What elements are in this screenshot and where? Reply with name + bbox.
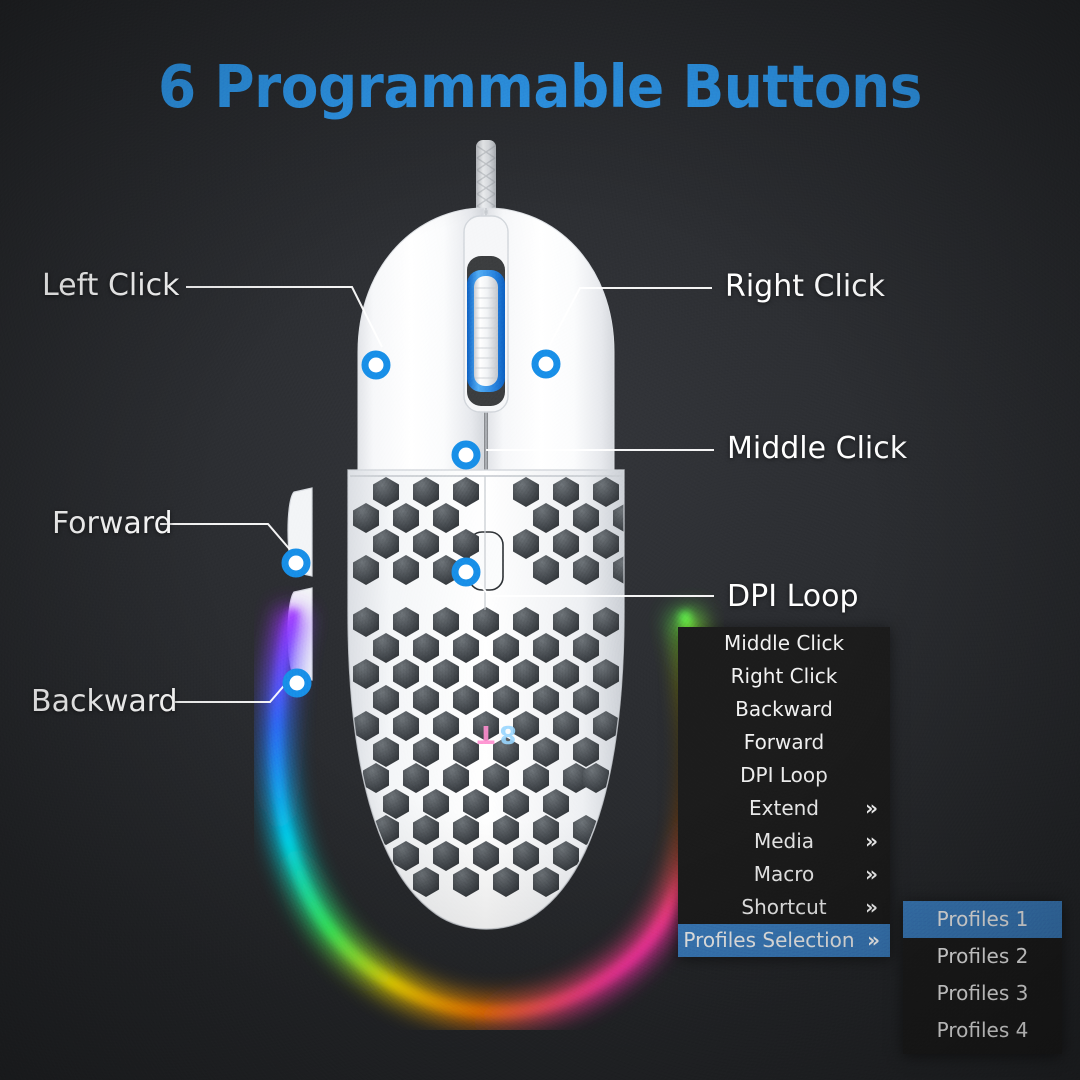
chevron-right-icon: » [865,862,878,886]
menu-item-label: Forward [743,730,825,754]
submenu-item-profiles-2[interactable]: Profiles 2 [936,944,1029,968]
forward-side-button [287,487,313,577]
submenu-item-profiles-3[interactable]: Profiles 3 [936,981,1029,1005]
callout-label-left-click: Left Click [42,268,180,303]
svg-text:8: 8 [499,720,516,749]
menu-item-label: Media [753,829,815,853]
menu-item-label: DPI Loop [740,763,828,787]
callout-label-right-click: Right Click [725,269,886,304]
callout-label-forward: Forward [52,506,173,541]
page-title: 6 Programmable Buttons [158,52,922,121]
rgb-underglow [261,606,718,1028]
mouse-illustration: T 8 [236,140,736,1040]
menu-item-dpi-loop[interactable]: DPI Loop [678,759,890,792]
menu-item-label: Middle Click [723,631,845,655]
menu-item-profiles-selection[interactable]: Profiles Selection » [678,924,890,957]
menu-item-right-click[interactable]: Right Click [678,660,890,693]
menu-item-label: Right Click [730,664,838,688]
brand-logo: T 8 [477,720,516,749]
menu-item-label: Extend [749,796,819,820]
chevron-right-icon: » [865,796,878,820]
callout-label-dpi-loop: DPI Loop [727,579,859,614]
profiles-submenu[interactable]: Profiles 1 Profiles 2 Profiles 3 Profile… [903,901,1062,1054]
chevron-right-icon: » [867,928,880,952]
submenu-item-profiles-4[interactable]: Profiles 4 [936,1018,1029,1042]
menu-item-label: Profiles Selection [683,928,855,952]
menu-item-label: Macro [753,862,815,886]
scroll-wheel [474,276,498,386]
menu-item-extend[interactable]: Extend » [678,792,890,825]
menu-item-backward[interactable]: Backward [678,693,890,726]
menu-item-forward[interactable]: Forward [678,726,890,759]
callout-label-middle-click: Middle Click [727,431,908,466]
menu-item-shortcut[interactable]: Shortcut » [678,891,890,924]
button-assignment-menu[interactable]: Middle Click Right Click Backward Forwar… [678,627,890,957]
chevron-right-icon: » [865,895,878,919]
callout-label-backward: Backward [31,684,178,719]
chevron-right-icon: » [865,829,878,853]
submenu-item-profiles-1[interactable]: Profiles 1 [903,901,1062,938]
menu-item-label: Shortcut [741,895,827,919]
svg-text:T: T [477,720,494,749]
menu-item-label: Backward [735,697,833,721]
menu-item-macro[interactable]: Macro » [678,858,890,891]
menu-item-middle-click[interactable]: Middle Click [678,627,890,660]
menu-item-media[interactable]: Media » [678,825,890,858]
